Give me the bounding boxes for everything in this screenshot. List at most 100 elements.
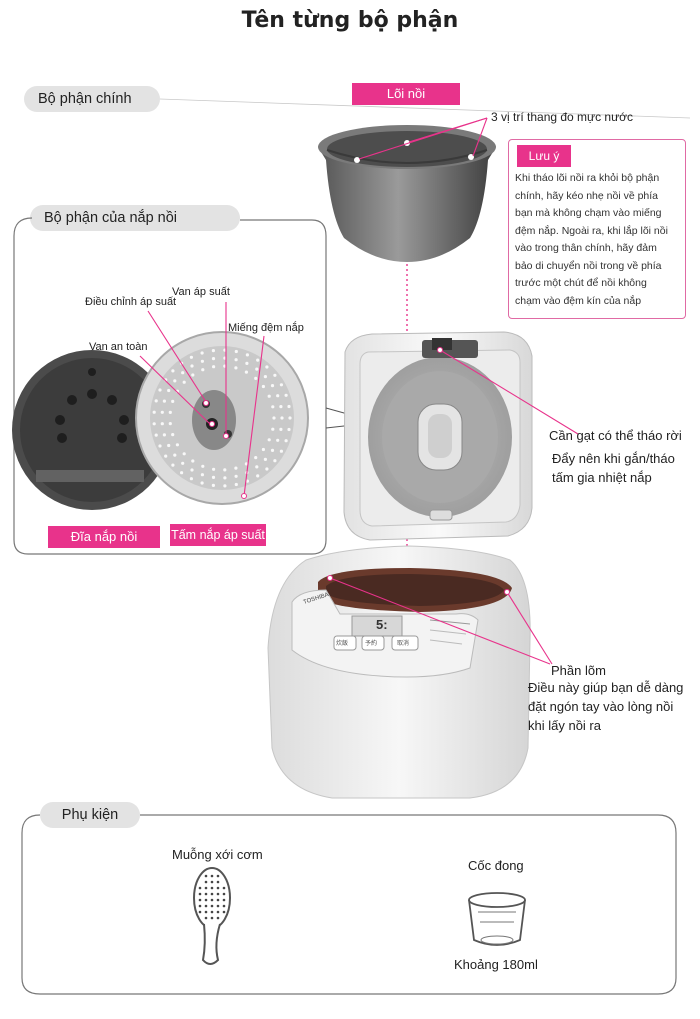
- pressure-plate-hole: [276, 438, 280, 442]
- pressure-plate-hole: [152, 422, 156, 426]
- pressure-plate-hole: [234, 366, 238, 370]
- spatula-texture-dot: [210, 910, 214, 914]
- spatula-texture-dot: [216, 892, 220, 896]
- spatula-texture-dot: [210, 916, 214, 920]
- pressure-plate-hole: [191, 459, 195, 463]
- pressure-plate-hole: [171, 463, 175, 467]
- spatula-texture-dot: [216, 904, 220, 908]
- measuring-cup-illustration: [468, 892, 526, 946]
- accessories-frame: [21, 814, 677, 995]
- pressure-plate-hole: [212, 365, 216, 369]
- pressure-adjust-label: Điều chỉnh áp suất: [85, 296, 177, 308]
- pressure-plate-hole: [160, 410, 164, 414]
- pressure-plate-hole: [279, 427, 283, 431]
- lid-section-label: Bộ phận của nắp nồi: [30, 205, 240, 231]
- pressure-plate-hole: [164, 454, 168, 458]
- pressure-plate-hole: [261, 384, 265, 389]
- pressure-plate-hole: [168, 422, 172, 426]
- pressure-plate-hole: [273, 373, 277, 377]
- spatula-texture-dot: [204, 892, 208, 896]
- pressure-plate-hole: [211, 357, 216, 361]
- note-title: Lưu ý: [517, 145, 571, 167]
- pressure-plate-hole: [288, 416, 292, 420]
- note-box: Lưu ý Khi tháo lõi nồi ra khỏi bộ phận c…: [508, 139, 686, 319]
- pressure-plate-hole: [254, 376, 258, 380]
- pressure-plate-hole: [171, 433, 175, 437]
- spatula-texture-dot: [210, 904, 214, 908]
- inner-pot: [318, 125, 496, 262]
- spatula-texture-dot: [204, 886, 208, 890]
- pressure-plate-hole: [158, 444, 162, 448]
- pressure-plate-hole: [244, 462, 248, 466]
- pressure-plate-hole: [189, 477, 193, 481]
- pressure-plate-hole: [265, 365, 269, 369]
- pressure-plate-hole: [167, 443, 171, 448]
- pressure-plate-hole: [234, 466, 238, 470]
- pressure-plate-hole: [279, 383, 283, 387]
- pressure-plate-hole: [254, 456, 258, 460]
- pressure-plate-hole: [263, 375, 267, 379]
- pressure-plate-hole: [265, 467, 269, 471]
- pressure-plate-hole: [173, 379, 177, 383]
- spatula-texture-dot: [198, 886, 202, 890]
- lid-plate-illustration: [12, 350, 172, 510]
- safety-valve-label: Van an toàn: [89, 341, 148, 353]
- spatula-texture-dot: [210, 880, 214, 884]
- pressure-plate-hole: [223, 484, 227, 488]
- pressure-plate-hole: [255, 465, 259, 469]
- pressure-plate-hole: [181, 461, 185, 465]
- pressure-plate-hole: [182, 452, 186, 456]
- pressure-plate-hole: [173, 453, 177, 457]
- pressure-plate-hole: [200, 473, 204, 477]
- pressure-plate-hole: [263, 457, 267, 461]
- pressure-plate-hole: [180, 471, 184, 475]
- pressure-plate-hole: [234, 358, 238, 362]
- pressure-plate-hole: [211, 349, 215, 353]
- pressure-plate-hole: [280, 416, 284, 420]
- pressure-plate-hole: [162, 399, 166, 403]
- panel-button-1: 炊飯: [336, 641, 349, 647]
- inner-pot-label: Lõi nồi: [352, 83, 460, 105]
- pressure-plate-hole: [287, 427, 291, 432]
- pressure-plate-hole: [234, 349, 238, 354]
- panel-button-3: 取消: [397, 641, 410, 647]
- water-scale-label: 3 vị trí thang đo mực nước: [491, 110, 633, 124]
- pressure-plate-hole: [171, 369, 175, 373]
- spatula-texture-dot: [222, 898, 226, 902]
- spatula-texture-dot: [216, 910, 220, 914]
- pressure-plate-hole: [200, 359, 204, 363]
- pressure-plate-hole: [201, 368, 205, 372]
- main-section-label: Bộ phận chính: [24, 86, 160, 112]
- pressure-valve-label: Van áp suất: [172, 286, 230, 298]
- pressure-plate-hole: [272, 416, 276, 420]
- pressure-plate-hole: [181, 371, 185, 375]
- pressure-plate-hole: [211, 475, 216, 479]
- spatula-texture-dot: [204, 874, 208, 878]
- pressure-plate-hole: [276, 394, 280, 398]
- spatula-texture-dot: [204, 904, 208, 908]
- pressure-plate-hole: [270, 448, 275, 452]
- pressure-plate-hole: [261, 447, 265, 452]
- spatula-texture-dot: [210, 892, 214, 896]
- note-text: Khi tháo lõi nồi ra khỏi bộ phận chính, …: [515, 172, 668, 307]
- spatula-texture-dot: [216, 886, 220, 890]
- spatula-texture-dot: [198, 904, 202, 908]
- pressure-plate-hole: [245, 361, 249, 365]
- pressure-plate-hole: [182, 380, 186, 384]
- pressure-plate-hole: [279, 405, 283, 409]
- pressure-plate-hole: [256, 474, 260, 478]
- spatula-texture-dot: [216, 880, 220, 884]
- pressure-plate-hole: [255, 367, 259, 371]
- cup-label: Cốc đong: [468, 858, 524, 873]
- pressure-plate-hole: [223, 468, 227, 472]
- accessories-section-label: Phụ kiện: [40, 802, 140, 828]
- spatula-texture-dot: [222, 910, 226, 914]
- pressure-plate-hole: [200, 481, 204, 485]
- pressure-plate-hole: [162, 433, 166, 437]
- spatula-texture-dot: [210, 898, 214, 902]
- spatula-texture-dot: [222, 892, 226, 896]
- spatula-texture-dot: [216, 916, 220, 920]
- pressure-plate-hole: [167, 388, 171, 393]
- spatula-texture-dot: [198, 910, 202, 914]
- spatula-texture-dot: [204, 880, 208, 884]
